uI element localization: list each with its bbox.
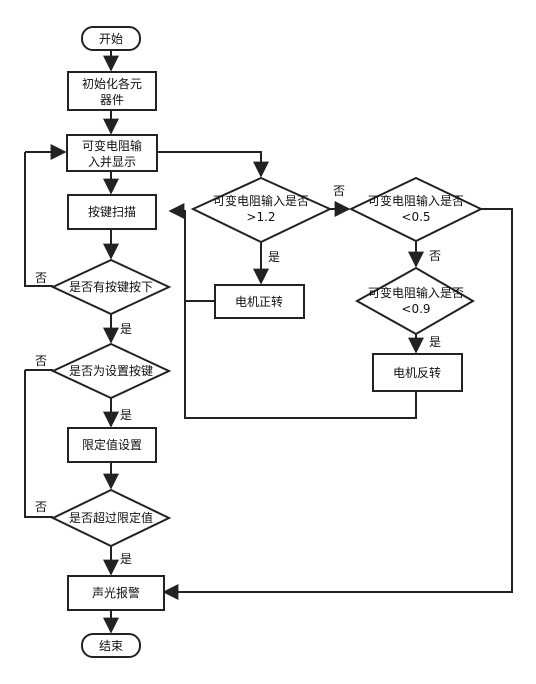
edge-lt05-no-to-alarm	[162, 208, 513, 600]
isset-no-label: 否	[35, 354, 47, 368]
gt-no-label: 否	[333, 184, 345, 198]
alarm-process	[67, 575, 165, 611]
over-decision	[50, 488, 172, 548]
rev-process	[372, 353, 463, 392]
init-process	[67, 71, 157, 111]
scan-label: 按键扫描	[88, 205, 136, 219]
init-label-line1: 初始化各元	[82, 76, 142, 91]
gt-label-line2: >1.2	[246, 210, 275, 224]
edge-over-no-loop	[24, 370, 53, 518]
lt05-yes-label: 否	[429, 249, 441, 263]
start-label: 开始	[99, 32, 123, 46]
gt-yes-label: 是	[268, 250, 280, 264]
over-yes-label: 是	[120, 552, 132, 566]
fwd-label: 电机正转	[235, 294, 283, 309]
isset-label: 是否为设置按键	[69, 364, 153, 378]
gt-label-line1: 可变电阻输入是否	[213, 193, 309, 208]
lt09-label-line1: 可变电阻输入是否	[368, 285, 464, 300]
lt09-decision	[354, 266, 475, 336]
pressed-label: 是否有按键按下	[69, 280, 153, 294]
lt05-decision	[348, 176, 484, 243]
end-label: 结束	[99, 639, 123, 653]
over-label: 是否超过限定值	[69, 510, 153, 525]
isset-decision	[50, 342, 172, 400]
edge-rev-to-scan	[184, 301, 417, 419]
setlimit-process	[67, 427, 157, 463]
pressed-decision	[50, 258, 172, 316]
pressed-no-label: 否	[35, 271, 47, 285]
over-no-label: 否	[35, 500, 47, 514]
isset-yes-label: 是	[120, 408, 132, 422]
gt-decision	[190, 176, 333, 244]
lt05-label-line1: 可变电阻输入是否	[368, 193, 464, 208]
scan-process	[67, 194, 157, 230]
pressed-yes-label: 是	[120, 322, 132, 336]
read-process	[66, 134, 158, 172]
read-label-line2: 入并显示	[88, 155, 136, 169]
edge-fwd-to-scan	[168, 203, 215, 302]
setlimit-label: 限定值设置	[82, 437, 142, 452]
lt09-yes-label: 是	[429, 335, 441, 349]
read-label-line1: 可变电阻输	[82, 138, 142, 153]
alarm-label: 声光报警	[92, 585, 140, 600]
lt09-label-line2: <0.9	[401, 302, 430, 316]
edge-pressed-no-loop	[24, 152, 53, 287]
lt05-label-line2: <0.5	[401, 210, 430, 224]
start-terminal	[81, 26, 141, 51]
fwd-process	[214, 284, 305, 319]
init-label-line2: 器件	[100, 93, 124, 107]
rev-label: 电机反转	[393, 365, 441, 380]
end-terminal	[81, 633, 141, 658]
edge-read-gt	[157, 151, 269, 178]
